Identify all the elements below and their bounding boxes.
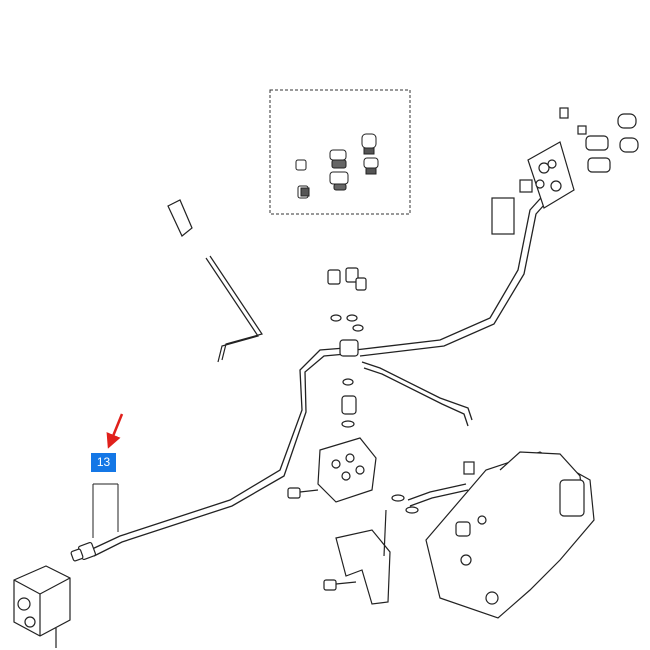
control-lever	[167, 199, 263, 363]
lift-housing	[425, 451, 595, 619]
valve-stack	[287, 267, 377, 503]
mounting-bracket	[323, 494, 419, 605]
end-fitting	[70, 541, 97, 562]
pointer-arrow	[106, 413, 124, 449]
fitting-kit-box	[269, 89, 411, 215]
part-callout-13[interactable]: 13	[91, 453, 116, 472]
coupler-bracket	[491, 107, 639, 235]
callout-leader	[92, 483, 119, 538]
hydraulic-lines	[89, 189, 553, 557]
distributor-block	[13, 565, 71, 648]
